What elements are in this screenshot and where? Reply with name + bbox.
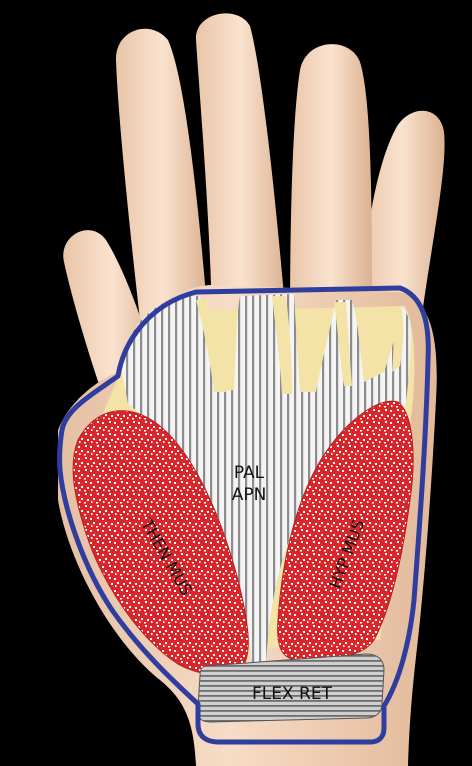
label-palmar-aponeurosis-line1: PAL xyxy=(234,463,265,483)
label-flexor-retinaculum: FLEX RET xyxy=(252,684,333,704)
index-finger xyxy=(116,29,208,320)
middle-finger xyxy=(196,13,286,320)
label-palmar-aponeurosis-line2: APN xyxy=(232,485,267,505)
ring-finger xyxy=(290,44,372,320)
